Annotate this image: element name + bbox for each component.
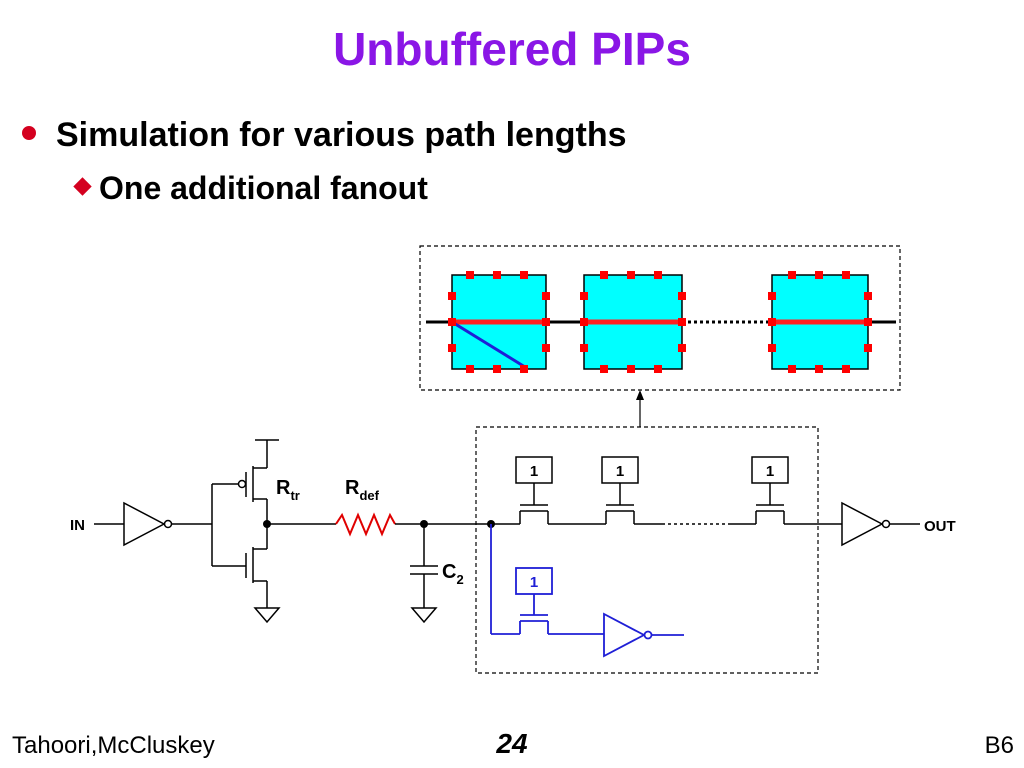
path-region-border xyxy=(475,426,819,674)
bullet-item: Simulation for various path lengths xyxy=(22,116,627,155)
page-number: 24 xyxy=(496,728,528,759)
switch-box-1 xyxy=(448,271,550,373)
fanout-load-box-label: 1 xyxy=(530,574,538,591)
input-inverter-bubble xyxy=(163,519,173,529)
rdef-label: Rdef xyxy=(345,477,380,503)
pass-transistor-chain xyxy=(519,483,842,525)
fanout-load-box xyxy=(515,567,553,595)
switch-region-border xyxy=(419,245,901,391)
subbullet-item: One additional fanout xyxy=(73,170,428,207)
load-box-2 xyxy=(601,456,639,484)
load-box-2-label: 1 xyxy=(616,463,624,480)
slide-code: B6 xyxy=(984,732,1014,759)
zoom-arrow-head xyxy=(636,390,644,400)
load-box-1 xyxy=(515,456,553,484)
input-inverter xyxy=(123,501,166,547)
load-box-3-label: 1 xyxy=(766,463,774,480)
output-inverter-bubble xyxy=(881,519,891,529)
in-label: IN xyxy=(70,517,85,534)
load-box-1-label: 1 xyxy=(530,463,538,480)
bullet-dot-icon xyxy=(22,126,36,141)
bullet-text: Simulation for various path lengths xyxy=(56,116,627,154)
transistor-pair xyxy=(211,439,281,624)
footer-authors: Tahoori,McCluskey xyxy=(12,732,215,759)
subbullet-text: One additional fanout xyxy=(99,170,428,206)
switch-box-2 xyxy=(580,271,686,373)
slide-title: Unbuffered PIPs xyxy=(333,23,691,75)
out-label: OUT xyxy=(924,518,956,535)
capacitor-c2 xyxy=(410,524,438,624)
c2-label: C2 xyxy=(442,561,464,587)
output-inverter xyxy=(841,501,884,547)
switch-box-3 xyxy=(768,271,872,373)
rtr-label: Rtr xyxy=(276,477,300,503)
load-box-3 xyxy=(751,456,789,484)
rdef-resistor xyxy=(335,512,396,537)
fanout-branch xyxy=(490,524,684,658)
